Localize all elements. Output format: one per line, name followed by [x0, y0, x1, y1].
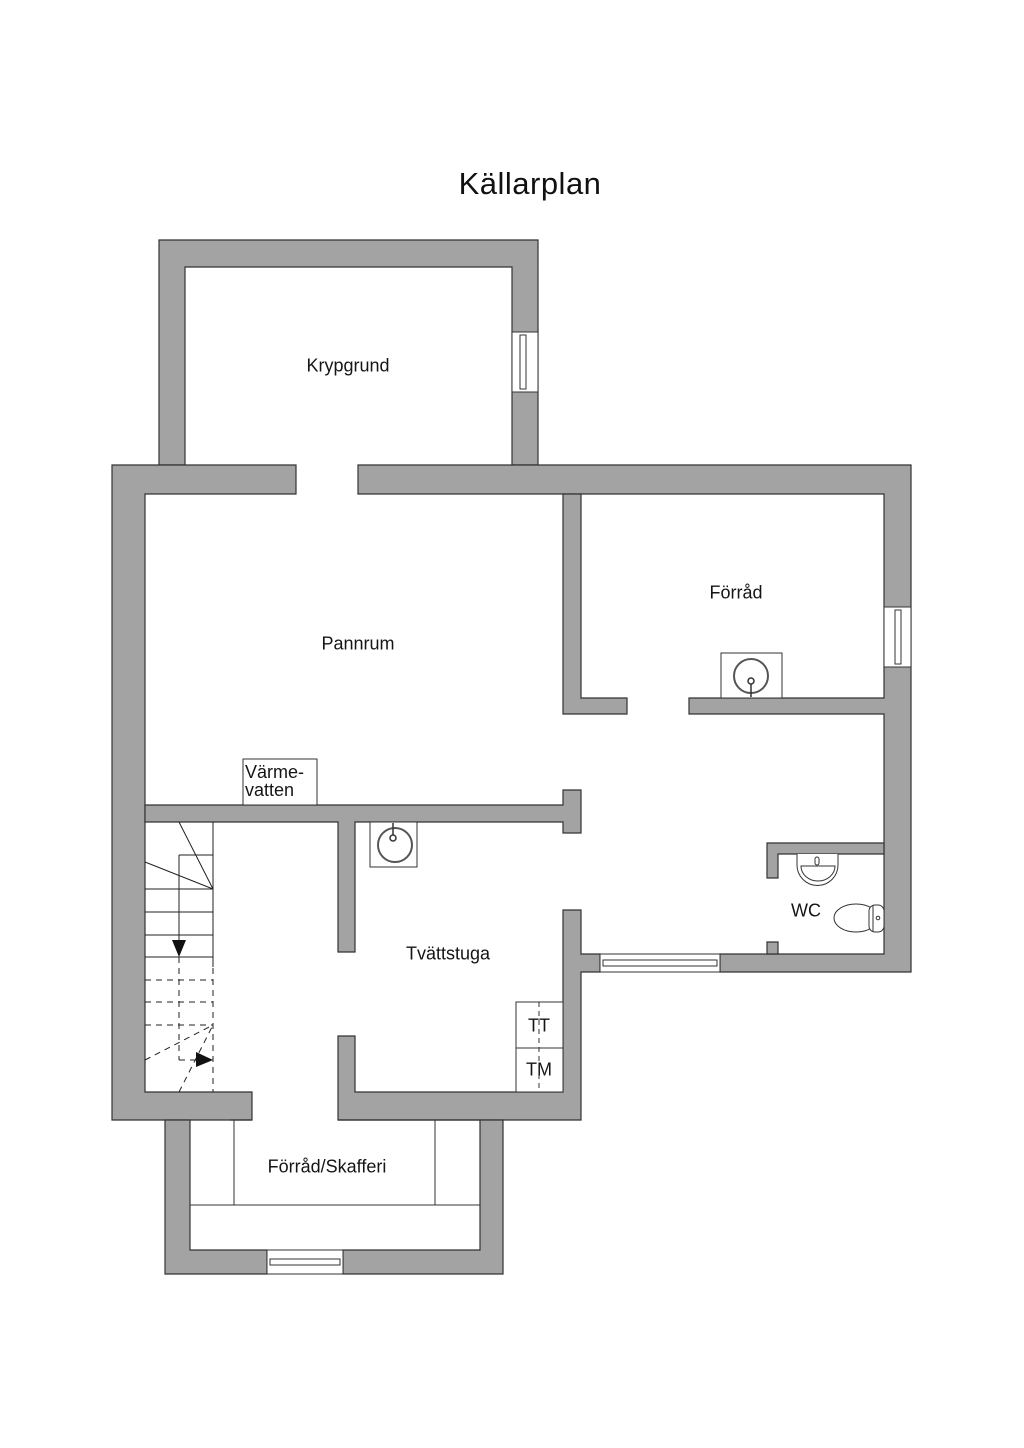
arrow-right-icon	[196, 1052, 213, 1067]
laundry-appliances	[515, 1001, 564, 1093]
room-label-tvattstuga: Tvättstuga	[405, 943, 491, 964]
room-label-forrad: Förråd	[709, 582, 763, 603]
room-label-krypgrund: Krypgrund	[306, 355, 390, 376]
wall-krypgrund	[158, 239, 539, 466]
sink-icon	[720, 652, 783, 699]
wall-wc	[766, 842, 885, 879]
window-icon	[266, 331, 912, 1275]
toilet-icon	[833, 903, 885, 933]
wall-pannrum-bottom	[144, 789, 582, 953]
washing-machine-label: TM	[526, 1059, 552, 1080]
wall-top-left	[111, 464, 297, 1121]
sink-icon	[369, 821, 418, 868]
room-label-pannrum: Pannrum	[321, 633, 395, 654]
wash-basin-icon	[796, 854, 839, 886]
wall-wc-stub	[766, 941, 779, 955]
wall-tvattstuga-right	[337, 909, 601, 1121]
room-label-wc: WC	[791, 900, 821, 921]
varmevatten-label: Värme- vatten	[245, 762, 305, 800]
varmevatten-box	[242, 758, 318, 806]
wall-top-right	[357, 464, 912, 973]
wall-skafferi-right	[338, 1119, 504, 1275]
wall-skafferi	[164, 1119, 268, 1275]
wall-forrad-left	[562, 493, 628, 715]
plan-title: Källarplan	[458, 166, 602, 201]
tumble-dryer-label: TT	[528, 1015, 550, 1036]
shelving	[190, 1120, 480, 1206]
room-label-forrad-skafferi: Förråd/Skafferi	[267, 1156, 387, 1177]
arrow-down-icon	[172, 940, 186, 957]
